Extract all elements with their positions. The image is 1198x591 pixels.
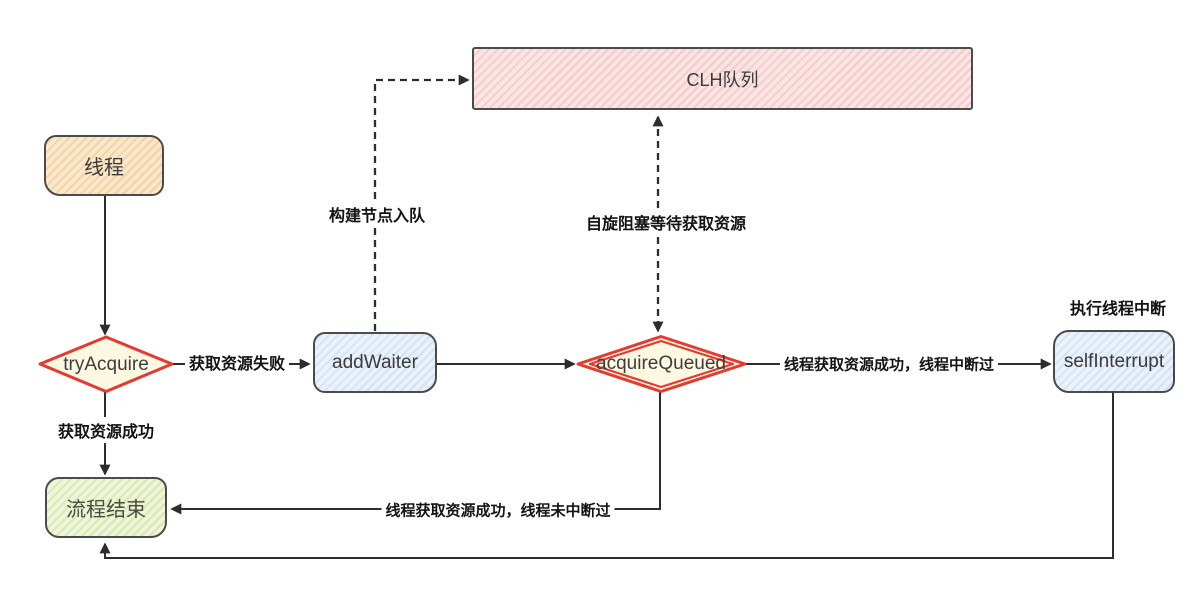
node-thread: 线程 (44, 135, 164, 196)
edge-acquirequeued-to-end (170, 392, 661, 515)
edge-label-success-interrupted: 线程获取资源成功，线程中断过 (779, 352, 999, 376)
edge-label-acquire-fail: 获取资源失败 (184, 349, 290, 375)
node-clh-queue-label: CLH队列 (686, 69, 759, 90)
edge-label-build-node-enqueue: 构建节点入队 (324, 201, 430, 227)
edge-label-acquire-success: 获取资源成功 (53, 417, 159, 443)
edge-label-spin-block-wait: 自旋阻塞等待获取资源 (581, 209, 751, 235)
selfinterrupt-caption: 执行线程中断 (1065, 294, 1171, 320)
node-tryacquire-label: tryAcquire (63, 354, 149, 375)
edge-addwaiter-to-clh-dashed (373, 74, 470, 331)
node-process-end: 流程结束 (45, 477, 167, 538)
acquirequeued-diamond-outer (576, 335, 747, 393)
node-addwaiter: addWaiter (313, 332, 437, 393)
node-thread-label: 线程 (84, 157, 124, 179)
tryacquire-diamond-shape (38, 335, 174, 393)
node-process-end-label: 流程结束 (66, 499, 146, 521)
node-selfinterrupt: selfInterrupt (1053, 330, 1175, 393)
edge-selfinterrupt-to-end (99, 393, 1114, 559)
edge-label-success-not-interrupted: 线程获取资源成功，线程未中断过 (381, 498, 615, 522)
node-clh-queue: CLH队列 (472, 47, 973, 110)
node-selfinterrupt-label: selfInterrupt (1063, 350, 1165, 372)
node-addwaiter-label: addWaiter (332, 351, 418, 373)
node-acquirequeued-label: acquireQueued (596, 353, 726, 374)
acquirequeued-diamond-inner (588, 339, 735, 389)
